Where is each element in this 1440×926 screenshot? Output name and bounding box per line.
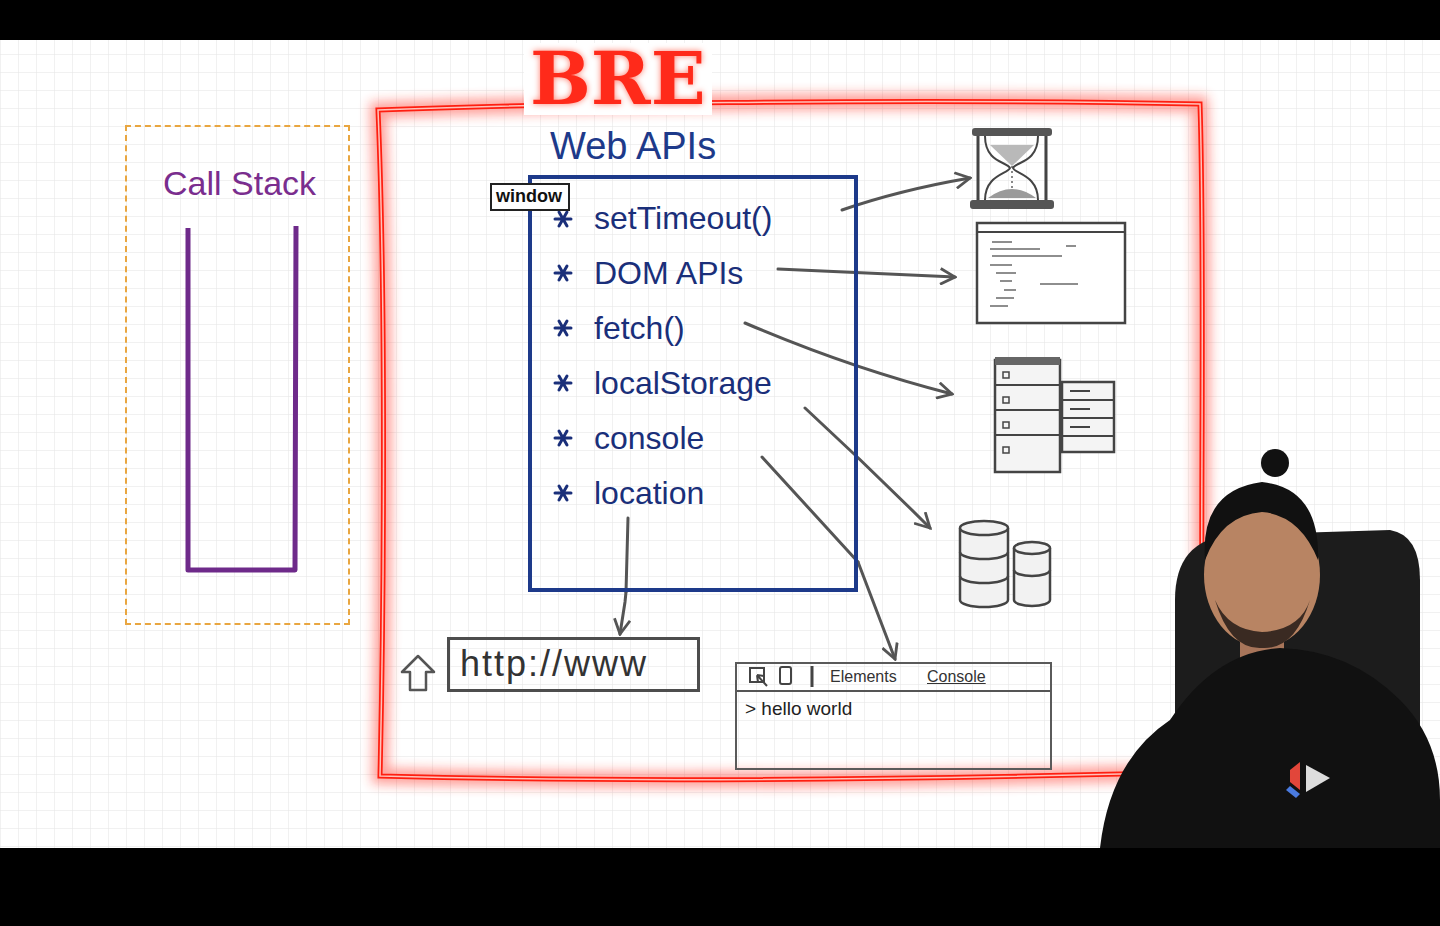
server-shelf bbox=[1062, 391, 1114, 436]
arrow-connector bbox=[858, 562, 895, 659]
neon-outline bbox=[378, 102, 1204, 780]
call-stack-box: Call Stack bbox=[125, 125, 350, 625]
top-bar bbox=[0, 0, 1440, 40]
arrow-connector bbox=[620, 592, 626, 634]
device-icon bbox=[780, 667, 791, 684]
connector-group bbox=[620, 562, 895, 659]
bullet-asterisk bbox=[555, 212, 571, 226]
server-cabinet bbox=[1062, 382, 1114, 452]
box-title: Call Stack bbox=[163, 163, 316, 203]
leader-arrow bbox=[745, 323, 952, 394]
bullet-asterisk bbox=[555, 376, 571, 390]
database-band bbox=[1014, 570, 1050, 576]
leader-arrow bbox=[805, 408, 930, 528]
neon-line bbox=[378, 102, 1204, 780]
server-top bbox=[995, 357, 1060, 365]
devtools-chrome bbox=[737, 666, 1050, 691]
bullet-asterisks bbox=[555, 212, 571, 500]
api-item: localStorage bbox=[594, 365, 772, 401]
database-top bbox=[960, 521, 1008, 535]
url-text: http://www bbox=[460, 644, 648, 684]
server-icon bbox=[995, 357, 1114, 472]
url-bar: http://www bbox=[447, 637, 700, 692]
leader-arrow bbox=[778, 269, 955, 277]
code-scribble bbox=[990, 242, 1078, 306]
api-item: console bbox=[594, 420, 704, 456]
bullet-asterisk bbox=[555, 431, 571, 445]
hourglass-sand bbox=[988, 189, 1036, 198]
document-header bbox=[977, 231, 1125, 233]
hourglass-icon bbox=[970, 128, 1054, 209]
hoodie bbox=[1100, 648, 1440, 848]
console-output: > hello world bbox=[745, 697, 852, 720]
code-document-icon bbox=[977, 223, 1125, 323]
bottom-bar bbox=[0, 848, 1440, 926]
leader-line bbox=[762, 457, 858, 562]
database-top bbox=[1014, 542, 1050, 554]
bullet-asterisk bbox=[555, 486, 571, 500]
api-item: location bbox=[594, 475, 704, 511]
database-band bbox=[960, 552, 1008, 583]
tab-label: Elements bbox=[830, 667, 897, 686]
region-title: BRE bbox=[524, 43, 712, 115]
tab-bar-line bbox=[737, 690, 1050, 692]
toolbar-divider bbox=[811, 666, 814, 687]
database-icon bbox=[960, 521, 1050, 607]
tab-label: Console bbox=[927, 667, 986, 686]
leader-line bbox=[626, 518, 628, 592]
bullet-asterisk bbox=[555, 266, 571, 280]
logo-part bbox=[1290, 762, 1300, 790]
beard bbox=[1215, 600, 1310, 648]
logo-part bbox=[1306, 765, 1330, 792]
tag-label: window bbox=[496, 185, 562, 207]
bullet-asterisk bbox=[555, 321, 571, 335]
devtools-panel: Elements Console > hello world bbox=[735, 662, 1052, 770]
neon-core bbox=[378, 102, 1204, 780]
leader-arrow bbox=[842, 178, 970, 210]
hourglass-cap bbox=[972, 128, 1052, 136]
server-cabinet bbox=[995, 360, 1060, 472]
stack-container bbox=[188, 226, 296, 570]
api-item: DOM APIs bbox=[594, 255, 743, 291]
hourglass-stream bbox=[1011, 166, 1013, 190]
database-body bbox=[1014, 548, 1050, 606]
hair-bun bbox=[1261, 449, 1289, 477]
inspect-cursor bbox=[757, 675, 767, 686]
grid-board bbox=[0, 40, 1440, 848]
logo-part bbox=[1286, 786, 1300, 798]
window-tag: window bbox=[490, 183, 570, 211]
api-item: fetch() bbox=[594, 310, 685, 346]
hourglass-cap bbox=[970, 200, 1054, 209]
hair bbox=[1205, 482, 1318, 560]
hourglass-sand bbox=[990, 145, 1034, 166]
neon-glow bbox=[378, 102, 1204, 780]
api-item: setTimeout() bbox=[594, 200, 772, 236]
runtime-region: window Web APIs setTimeout() DOM APIs fetch(… bbox=[380, 100, 1200, 780]
server-light bbox=[1003, 372, 1009, 453]
hourglass-glass bbox=[985, 136, 1038, 200]
home-icon bbox=[402, 656, 434, 690]
presenter-figure bbox=[1100, 449, 1440, 848]
database-body bbox=[960, 528, 1008, 607]
box-title: Web APIs bbox=[550, 124, 716, 168]
hourglass-post bbox=[978, 136, 1046, 200]
web-apis-box: windowWeb APIssetTimeout()DOM APIsfetch(… bbox=[528, 175, 858, 592]
document-frame bbox=[977, 223, 1125, 323]
